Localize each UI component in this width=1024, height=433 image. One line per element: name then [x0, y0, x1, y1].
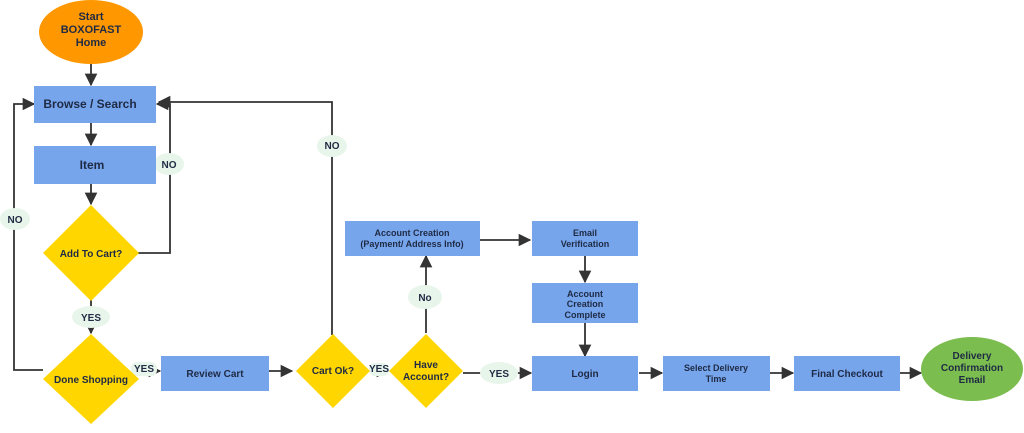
svg-text:Login: Login — [571, 369, 598, 380]
svg-text:Select Delivery: Select Delivery — [684, 363, 748, 373]
svg-text:NO: NO — [162, 160, 177, 171]
svg-text:NO: NO — [8, 215, 23, 226]
svg-text:YES: YES — [489, 369, 509, 380]
edge-label-account-no: No — [408, 285, 442, 309]
svg-text:Confirmation: Confirmation — [941, 363, 1003, 374]
node-delivery-confirmation-email: Delivery Confirmation Email — [921, 337, 1023, 401]
node-review-cart: Review Cart — [161, 356, 269, 391]
svg-text:Email: Email — [959, 375, 986, 386]
svg-text:Review Cart: Review Cart — [186, 369, 244, 380]
svg-text:YES: YES — [134, 364, 154, 375]
svg-text:Verification: Verification — [561, 239, 610, 249]
node-add-to-cart-decision: Add To Cart? — [43, 205, 139, 301]
svg-text:No: No — [418, 293, 431, 304]
svg-text:Account Creation: Account Creation — [374, 228, 449, 238]
edge-label-cart-yes: YES — [369, 363, 389, 376]
svg-text:Creation: Creation — [567, 299, 604, 309]
svg-text:Browse / Search: Browse / Search — [43, 97, 136, 111]
svg-text:Account: Account — [567, 289, 603, 299]
svg-text:Item: Item — [80, 158, 105, 172]
edge-cart-ok-no-to-browse — [157, 95, 333, 335]
svg-text:NO: NO — [325, 141, 340, 152]
edge-label-account-yes: YES — [480, 362, 518, 384]
edge-label-add-no: NO — [154, 153, 184, 175]
node-final-checkout: Final Checkout — [794, 356, 900, 391]
node-item: Item — [34, 146, 156, 184]
svg-text:Time: Time — [706, 374, 727, 384]
svg-text:Delivery: Delivery — [953, 351, 992, 362]
node-account-creation: Account Creation (Payment/ Address Info) — [345, 221, 480, 256]
svg-text:Add To Cart?: Add To Cart? — [60, 249, 123, 260]
svg-text:Have: Have — [414, 360, 438, 371]
svg-text:Complete: Complete — [564, 310, 605, 320]
node-account-creation-complete: Account Creation Complete — [532, 283, 638, 323]
edge-label-add-yes: YES — [72, 306, 110, 328]
svg-text:(Payment/ Address Info): (Payment/ Address Info) — [360, 239, 463, 249]
edge-done-no-to-browse — [13, 97, 43, 371]
svg-text:Account?: Account? — [403, 372, 449, 383]
node-cart-ok-decision: Cart Ok? — [296, 334, 370, 408]
node-select-delivery-time: Select Delivery Time — [663, 356, 770, 391]
node-browse-search: Browse / Search — [34, 86, 156, 123]
edge-label-done-yes: YES — [131, 362, 157, 376]
svg-text:Home: Home — [76, 37, 107, 49]
svg-text:Done Shopping: Done Shopping — [54, 375, 128, 386]
nodes: Start BOXOFAST Home Browse / Search Item… — [34, 0, 1023, 424]
edges — [13, 64, 923, 380]
node-login: Login — [532, 356, 638, 391]
svg-text:Final Checkout: Final Checkout — [811, 369, 883, 380]
svg-text:YES: YES — [369, 364, 389, 375]
edge-labels: NO NO NO YES YES YES No YES — [0, 135, 518, 384]
node-done-shopping-decision: Done Shopping — [43, 334, 139, 424]
node-start: Start BOXOFAST Home — [39, 0, 143, 64]
svg-text:BOXOFAST: BOXOFAST — [61, 24, 122, 36]
edge-label-cart-no: NO — [317, 135, 347, 157]
node-have-account-decision: Have Account? — [389, 334, 463, 408]
svg-text:Start: Start — [78, 11, 103, 23]
svg-text:YES: YES — [81, 313, 101, 324]
edge-label-done-no: NO — [0, 208, 30, 230]
svg-text:Email: Email — [573, 228, 597, 238]
node-email-verification: Email Verification — [532, 221, 638, 256]
svg-text:Cart Ok?: Cart Ok? — [312, 366, 354, 377]
